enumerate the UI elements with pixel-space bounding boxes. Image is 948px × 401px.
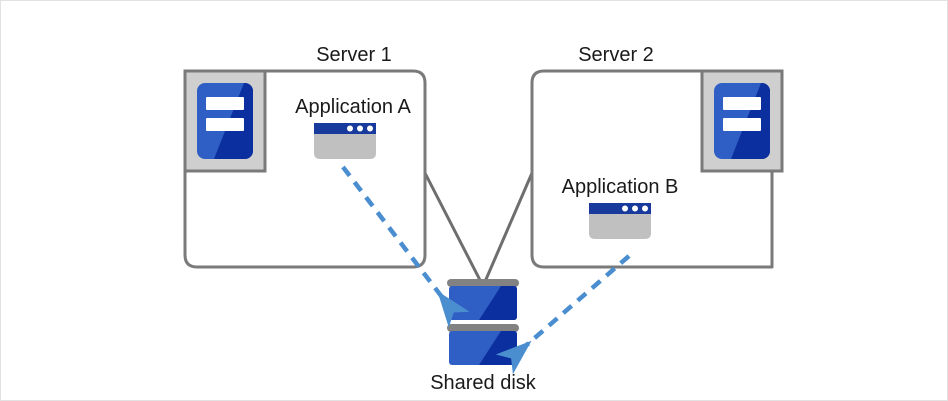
app-window-icon-a <box>314 123 376 159</box>
connector-lines <box>423 171 534 286</box>
shared-disk-label: Shared disk <box>430 372 537 394</box>
access-arrows <box>341 165 631 375</box>
server-rack-icon-2 <box>700 69 784 173</box>
server-1-title: Server 1 <box>316 44 392 66</box>
access-arrow-app-a-to-disk <box>341 165 470 328</box>
connector-server2-to-disk <box>482 171 534 286</box>
disk-bar-upper <box>447 279 519 287</box>
server-2-title: Server 2 <box>578 44 654 66</box>
app-window-icon-b <box>589 203 651 239</box>
access-arrow-app-b-to-disk <box>495 254 631 375</box>
disk-stack-icon <box>447 279 519 365</box>
server-1-group[interactable]: Server 1 Application A <box>183 44 427 269</box>
server-2-group[interactable]: Server 2 Application B <box>530 44 784 269</box>
server-rack-icon <box>183 69 267 173</box>
disk-bar-lower <box>447 324 519 332</box>
connector-server1-to-disk <box>423 171 484 286</box>
application-a-label: Application A <box>295 96 411 118</box>
application-b-label: Application B <box>562 176 679 198</box>
shared-disk-group[interactable]: Shared disk <box>430 279 537 394</box>
